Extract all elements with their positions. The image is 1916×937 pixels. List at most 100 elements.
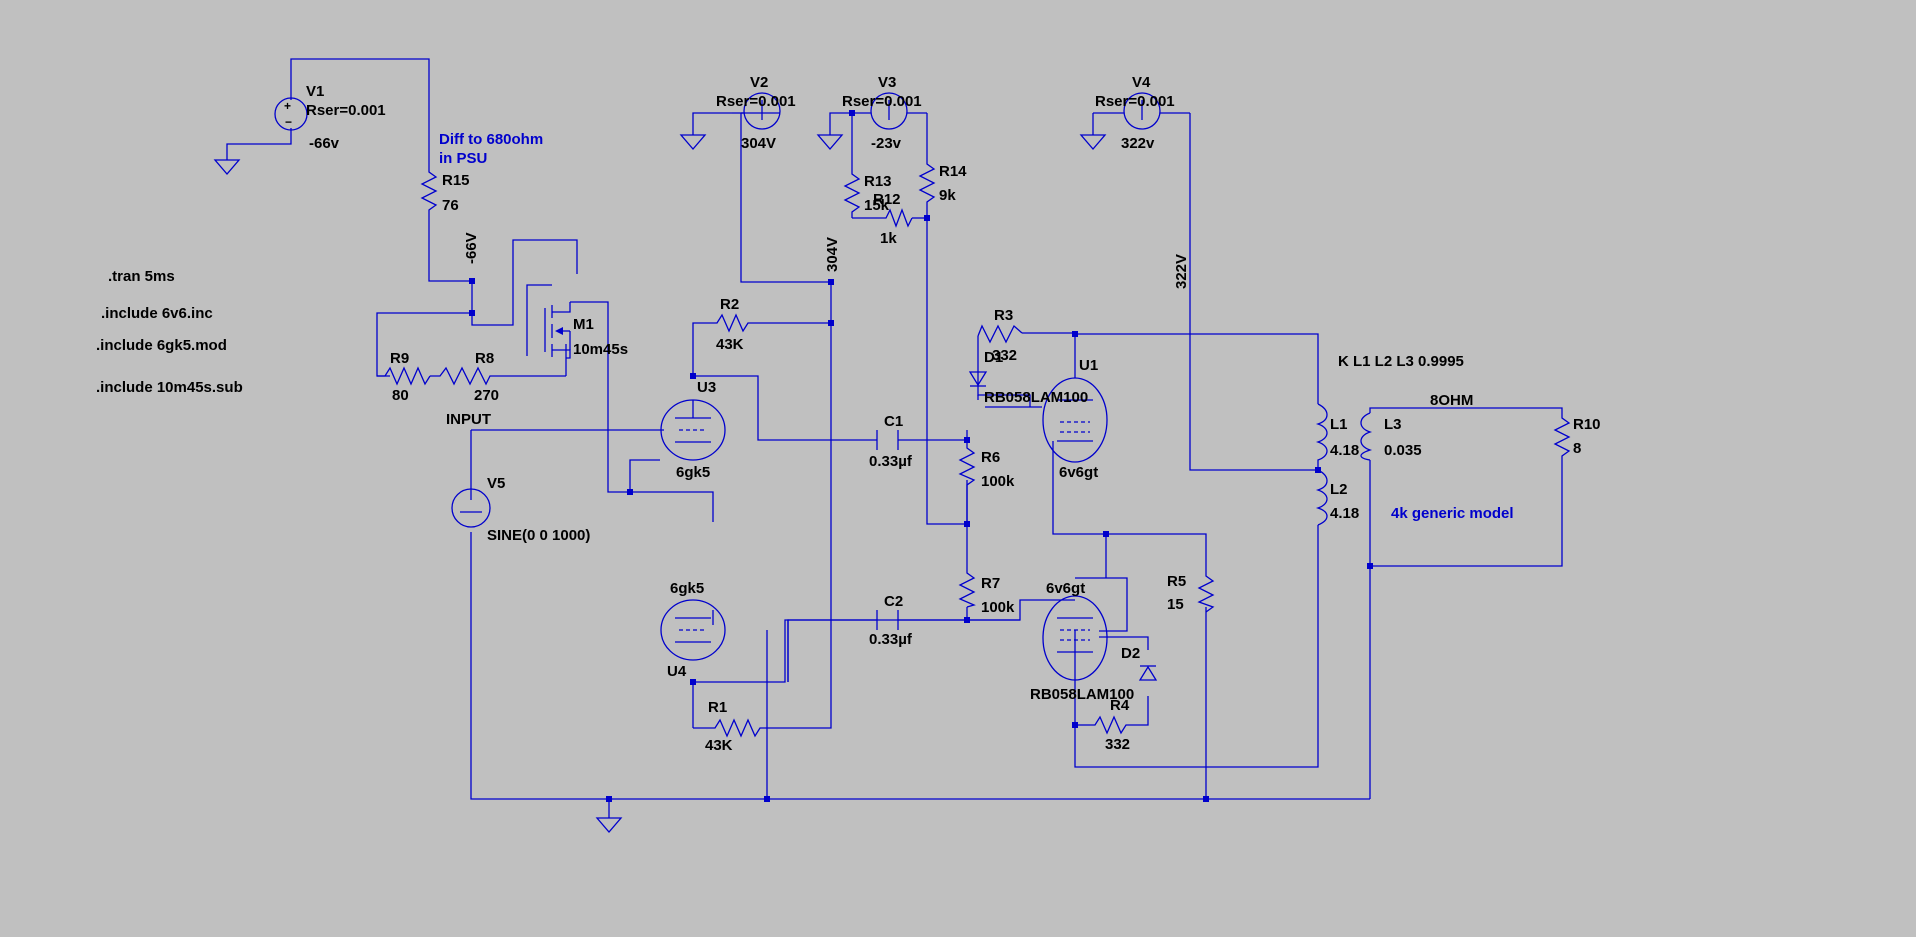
resistor-r8[interactable]	[430, 366, 566, 386]
v5-value: SINE(0 0 1000)	[487, 527, 590, 544]
r1-value: 43K	[705, 737, 733, 754]
v4-name: V4	[1132, 74, 1151, 91]
l2-value: 4.18	[1330, 505, 1359, 522]
r8-name: R8	[475, 350, 494, 367]
r5-value: 15	[1167, 596, 1184, 613]
resistor-r7[interactable]	[958, 567, 976, 608]
r14-name: R14	[939, 163, 967, 180]
r6-value: 100k	[981, 473, 1015, 490]
net-label-322v: 322V	[1173, 254, 1190, 289]
diode-d2[interactable]	[1138, 665, 1158, 681]
v3-rser: Rser=0.001	[842, 93, 922, 110]
r7-name: R7	[981, 575, 1000, 592]
r1-name: R1	[708, 699, 727, 716]
r7-value: 100k	[981, 599, 1015, 616]
resistor-r1[interactable]	[710, 718, 770, 738]
tube-u2[interactable]	[1042, 595, 1108, 681]
inductor-l2[interactable]	[1315, 469, 1328, 526]
svg-text:−: −	[285, 115, 292, 129]
resistor-r2[interactable]	[712, 313, 752, 333]
l1-value: 4.18	[1330, 442, 1359, 459]
directive-coupling: K L1 L2 L3 0.9995	[1338, 353, 1464, 370]
directive-include-6gk5: .include 6gk5.mod	[96, 337, 227, 354]
c2-value: 0.33µf	[869, 631, 913, 648]
resistor-r14[interactable]	[918, 158, 936, 208]
c1-value: 0.33µf	[869, 453, 913, 470]
l2-name: L2	[1330, 481, 1348, 498]
voltage-source-v5[interactable]	[451, 488, 491, 528]
voltage-source-v3[interactable]	[870, 92, 908, 130]
v2-name: V2	[750, 74, 768, 91]
v3-name: V3	[878, 74, 896, 91]
v1-rser: Rser=0.001	[306, 102, 386, 119]
d1-model: RB058LAM100	[984, 389, 1088, 406]
r12-value: 1k	[880, 230, 897, 247]
v1-value: -66v	[309, 135, 340, 152]
d2-model: RB058LAM100	[1030, 686, 1134, 703]
u1-name: U1	[1079, 357, 1098, 374]
mosfet-m1[interactable]	[544, 302, 571, 359]
capacitor-c2[interactable]	[788, 610, 967, 630]
resistor-r12[interactable]	[882, 208, 913, 228]
r9-value: 80	[392, 387, 409, 404]
comment-generic-model: 4k generic model	[1391, 505, 1514, 522]
ground-symbols	[213, 134, 1107, 833]
l3-value: 0.035	[1384, 442, 1422, 459]
r12-name: R12	[873, 191, 901, 208]
directive-include-10m45s: .include 10m45s.sub	[96, 379, 243, 396]
resistor-r15[interactable]	[420, 167, 438, 217]
directive-include-6v6: .include 6v6.inc	[101, 305, 213, 322]
r3-name: R3	[994, 307, 1013, 324]
resistor-r5[interactable]	[1197, 570, 1215, 613]
d2-name: D2	[1121, 645, 1140, 662]
comment-diff-line2: in PSU	[439, 150, 487, 167]
resistor-r10[interactable]	[1553, 412, 1571, 460]
v5-name: V5	[487, 475, 505, 492]
comments: Diff to 680ohm in PSU 4k generic model	[439, 131, 1514, 522]
voltage-source-v1[interactable]: + −	[274, 97, 308, 131]
voltage-source-v4[interactable]	[1123, 92, 1161, 130]
comment-diff-line1: Diff to 680ohm	[439, 131, 543, 148]
resistor-r13[interactable]	[843, 168, 861, 218]
v4-rser: Rser=0.001	[1095, 93, 1175, 110]
r10-value: 8	[1573, 440, 1581, 457]
resistor-r9[interactable]	[377, 366, 431, 386]
l1-name: L1	[1330, 416, 1348, 433]
u3-model: 6gk5	[676, 464, 710, 481]
capacitor-labels: C1 0.33µf C2 0.33µf	[869, 413, 913, 648]
voltage-source-v2[interactable]	[743, 92, 781, 130]
r13-value: 15k	[864, 197, 890, 214]
directive-tran: .tran 5ms	[108, 268, 175, 285]
u4-name: U4	[667, 663, 687, 680]
net-label-66v: -66V	[463, 232, 480, 264]
r13-name: R13	[864, 173, 892, 190]
tube-u1[interactable]	[1042, 377, 1108, 463]
inductor-l3[interactable]	[1360, 412, 1373, 461]
tube-u3[interactable]	[660, 399, 726, 461]
m1-name: M1	[573, 316, 594, 333]
r14-value: 9k	[939, 187, 956, 204]
u4-model: 6gk5	[670, 580, 704, 597]
resistor-r6[interactable]	[958, 440, 976, 524]
r3-value: 332	[992, 347, 1017, 364]
resistor-r4[interactable]	[1090, 715, 1130, 735]
mosfet-labels: M1 10m45s	[573, 316, 628, 358]
resistor-r3[interactable]	[977, 324, 1023, 344]
svg-text:+: +	[284, 99, 291, 113]
tube-u4[interactable]	[660, 599, 726, 661]
resistor-labels: R15 76 R9 80 R8 270 R2 43K R1 43K R13 15…	[390, 163, 1601, 754]
wires	[226, 58, 1563, 800]
source-labels: V1 Rser=0.001 -66v V2 Rser=0.001 304V V3…	[306, 74, 1175, 544]
c2-name: C2	[884, 593, 903, 610]
c1-name: C1	[884, 413, 903, 430]
v1-name: V1	[306, 83, 324, 100]
r9-name: R9	[390, 350, 409, 367]
r5-name: R5	[1167, 573, 1186, 590]
inductor-l1[interactable]	[1315, 403, 1328, 470]
junctions	[469, 110, 1373, 802]
r4-name: R4	[1110, 697, 1130, 714]
v2-value: 304V	[741, 135, 776, 152]
capacitor-c1[interactable]	[876, 430, 899, 450]
diode-d1[interactable]	[968, 371, 988, 387]
